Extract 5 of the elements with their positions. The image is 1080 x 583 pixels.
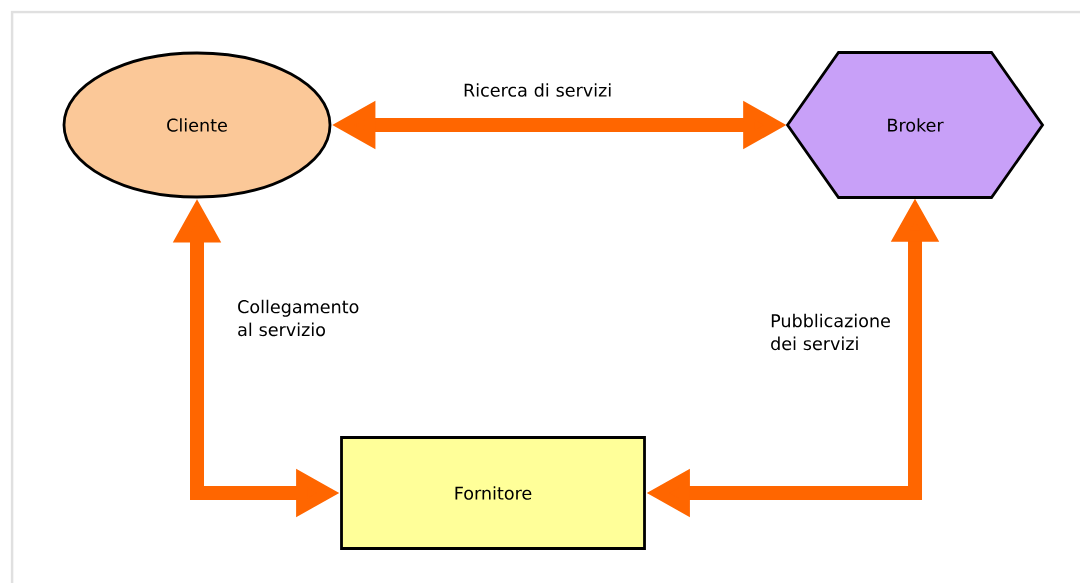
edge-label: Pubblicazione dei servizi: [771, 313, 890, 351]
process-box: Fornitore: [340, 436, 646, 550]
edge-label: Collegamento al servizio: [238, 299, 359, 337]
ellipse-node: Cliente: [62, 51, 332, 199]
edge-label: Ricerca di servizi: [464, 83, 611, 97]
